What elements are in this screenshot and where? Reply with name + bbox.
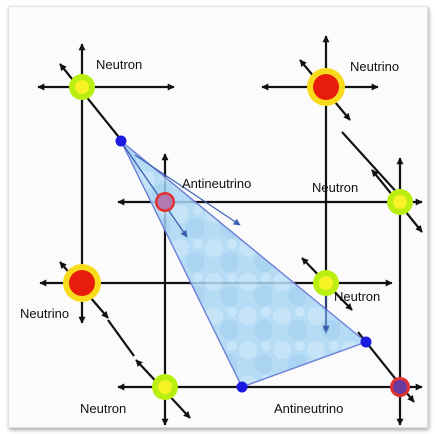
- vertex-dot-3: [236, 381, 248, 393]
- neutrino-particle: [307, 68, 345, 106]
- vertex-dot-1: [115, 135, 127, 147]
- diagonal-line-7: [107, 319, 135, 357]
- neutron-particle: [313, 270, 339, 296]
- neutrino-particle: [63, 264, 101, 302]
- label-neutrino-left: Neutrino: [20, 306, 69, 321]
- antineutrino-particle: [155, 192, 175, 212]
- triangle-arrow-2: [134, 154, 241, 226]
- particles: [63, 68, 413, 400]
- neutron-particle: [387, 189, 413, 215]
- label-neutrino-top-right: Neutrino: [350, 59, 399, 74]
- label-antineutrino-bottom: Antineutrino: [274, 401, 343, 416]
- label-neutron-middle-right: Neutron: [312, 180, 358, 195]
- antineutrino-particle: [390, 377, 410, 397]
- diagonal-line-1: [59, 63, 123, 142]
- label-neutron-top-left: Neutron: [96, 57, 142, 72]
- neutron-particle: [152, 374, 178, 400]
- triangle-arrow-1: [121, 142, 188, 238]
- label-antineutrino-middle: Antineutrino: [182, 176, 251, 191]
- triangle-vertices: [115, 135, 372, 393]
- label-neutron-bottom: Neutron: [80, 401, 126, 416]
- labels: Neutron Neutrino Antineutrino Neutron Ne…: [20, 57, 399, 416]
- neutron-particle: [69, 74, 95, 100]
- vertex-dot-2: [360, 336, 372, 348]
- diagonal-line-8: [341, 131, 401, 197]
- triangle-region: [120, 140, 368, 388]
- label-neutron-lower-right: Neutron: [334, 289, 380, 304]
